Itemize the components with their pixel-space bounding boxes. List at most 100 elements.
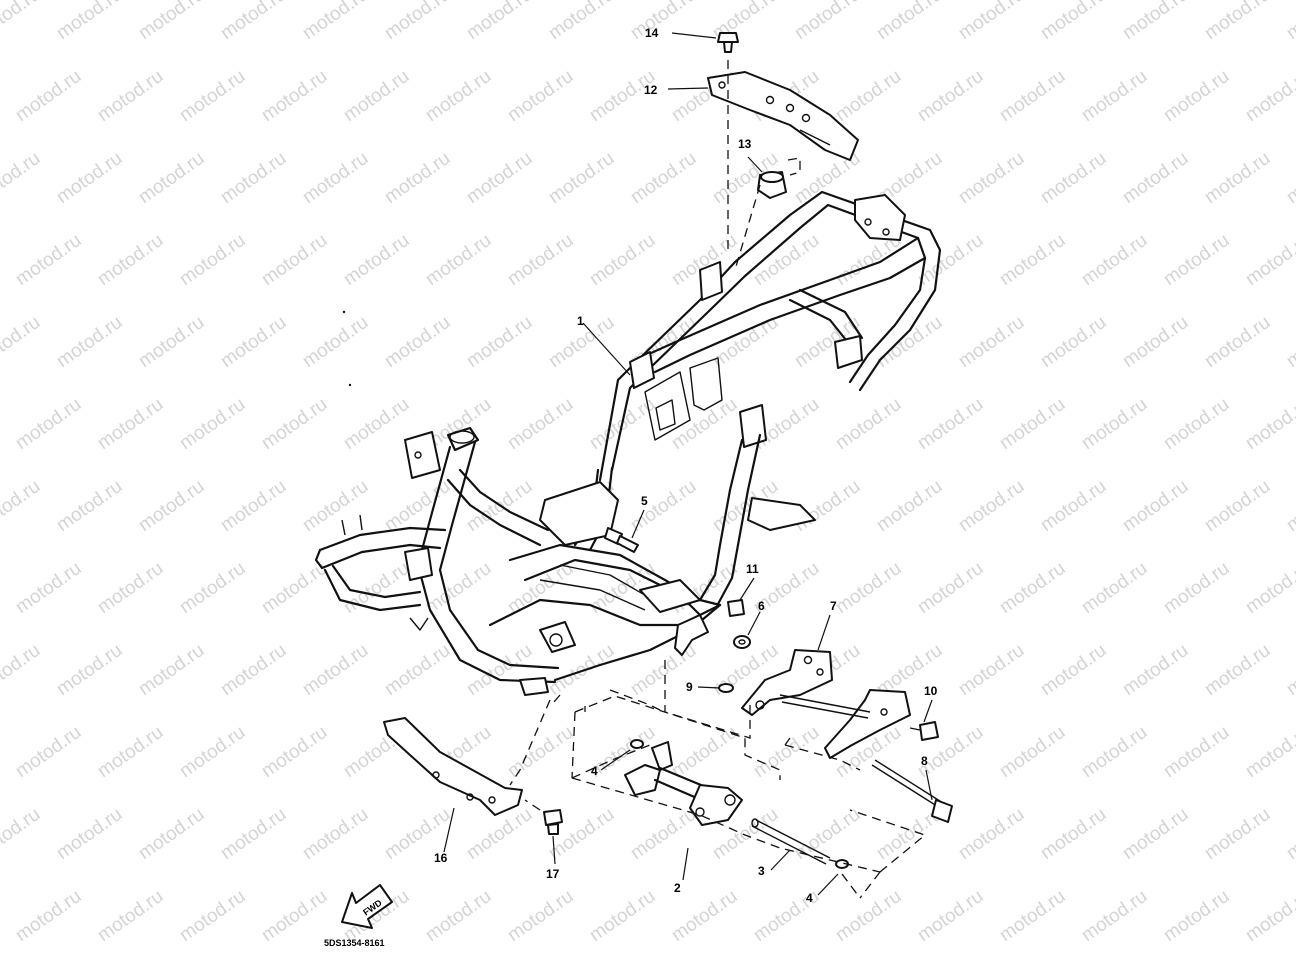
watermark-text: motod.ru	[750, 722, 823, 782]
watermark-text: motod.ru	[94, 886, 167, 946]
watermark-text: motod.ru	[258, 230, 331, 290]
watermark-text: motod.ru	[53, 0, 126, 44]
watermark-text: motod.ru	[217, 640, 290, 700]
watermark-text: motod.ru	[1283, 148, 1296, 208]
callout-13: 13	[738, 137, 752, 151]
watermark-text: motod.ru	[135, 312, 208, 372]
callout-1: 1	[577, 314, 584, 328]
watermark-text: motod.ru	[955, 148, 1028, 208]
watermark-text: motod.ru	[12, 394, 85, 454]
watermark-text: motod.ru	[12, 558, 85, 618]
watermark-text: motod.ru	[1201, 804, 1274, 864]
watermark-text: motod.ru	[1078, 558, 1151, 618]
dot	[342, 310, 346, 314]
watermark-text: motod.ru	[791, 148, 864, 208]
watermark-text: motod.ru	[422, 230, 495, 290]
watermark-text: motod.ru	[627, 476, 700, 536]
watermark-text: motod.ru	[0, 640, 44, 700]
watermark-text: motod.ru	[1037, 476, 1110, 536]
watermark-text: motod.ru	[545, 0, 618, 44]
watermark-text: motod.ru	[381, 476, 454, 536]
watermark-text: motod.ru	[135, 640, 208, 700]
watermark-text: motod.ru	[0, 476, 44, 536]
bracket-part-16	[383, 717, 523, 816]
watermark-text: motod.ru	[258, 886, 331, 946]
watermark-text: motod.ru	[1160, 722, 1233, 782]
watermark-text: motod.ru	[1160, 558, 1233, 618]
callout-10: 10	[924, 684, 938, 698]
watermark-text: motod.ru	[299, 148, 372, 208]
watermark-text: motod.ru	[668, 722, 741, 782]
watermark-text: motod.ru	[422, 66, 495, 126]
watermark-text: motod.ru	[53, 476, 126, 536]
watermark-text: motod.ru	[873, 0, 946, 44]
callout-4-upper: 4	[591, 764, 598, 778]
watermark-text: motod.ru	[94, 394, 167, 454]
leader-lines	[443, 32, 933, 896]
watermark-text: motod.ru	[1119, 640, 1192, 700]
watermark-text: motod.ru	[955, 476, 1028, 536]
watermark-text: motod.ru	[996, 558, 1069, 618]
watermark-text: motod.ru	[955, 0, 1028, 44]
watermark-text: motod.ru	[53, 640, 126, 700]
watermark-text: motod.ru	[1119, 148, 1192, 208]
watermark-text: motod.ru	[299, 804, 372, 864]
callout-17: 17	[546, 867, 560, 881]
nut-part-6	[733, 635, 751, 649]
watermark-text: motod.ru	[627, 804, 700, 864]
long-bolt-part-8	[871, 759, 953, 823]
callout-4-lower: 4	[806, 891, 813, 905]
watermark-text: motod.ru	[545, 148, 618, 208]
watermark-text: motod.ru	[791, 804, 864, 864]
watermark-text: motod.ru	[1119, 312, 1192, 372]
rubber-damper-part-13	[757, 171, 787, 199]
watermark-text: motod.ru	[504, 722, 577, 782]
watermark-text: motod.ru	[53, 312, 126, 372]
watermark-text: motod.ru	[381, 0, 454, 44]
bolt-part-5	[604, 527, 639, 553]
watermark-text: motod.ru	[1242, 886, 1296, 946]
watermark-text: motod.ru	[832, 394, 905, 454]
watermark-text: motod.ru	[381, 640, 454, 700]
watermark-text: motod.ru	[176, 66, 249, 126]
watermark-text: motod.ru	[996, 66, 1069, 126]
watermark-text: motod.ru	[1242, 230, 1296, 290]
watermark-text: motod.ru	[832, 886, 905, 946]
main-frame	[314, 190, 942, 696]
callout-7: 7	[830, 599, 837, 613]
pivot-assembly-part-2	[624, 739, 743, 826]
watermark-text: motod.ru	[12, 66, 85, 126]
watermark-text: motod.ru	[1160, 230, 1233, 290]
watermark-text: motod.ru	[135, 0, 208, 44]
watermark-text: motod.ru	[504, 230, 577, 290]
watermark-text: motod.ru	[299, 0, 372, 44]
watermark-text: motod.ru	[176, 394, 249, 454]
watermark-text: motod.ru	[12, 886, 85, 946]
watermark-text: motod.ru	[996, 230, 1069, 290]
stand-bracket	[779, 689, 911, 759]
callout-11: 11	[746, 562, 759, 576]
callout-8: 8	[921, 754, 928, 768]
watermark-text: motod.ru	[299, 312, 372, 372]
watermark-text: motod.ru	[996, 722, 1069, 782]
watermark-text: motod.ru	[955, 640, 1028, 700]
watermark-text: motod.ru	[627, 148, 700, 208]
watermark-text: motod.ru	[0, 312, 44, 372]
watermark-text: motod.ru	[1283, 804, 1296, 864]
watermark-text: motod.ru	[1242, 558, 1296, 618]
watermark-text: motod.ru	[914, 558, 987, 618]
watermark-text: motod.ru	[627, 0, 700, 44]
watermark-text: motod.ru	[94, 558, 167, 618]
callout-12: 12	[644, 83, 658, 97]
diagram-code: 5DS1354-8161	[324, 938, 385, 948]
watermark-text: motod.ru	[586, 230, 659, 290]
watermark-text: motod.ru	[832, 558, 905, 618]
watermark-text: motod.ru	[1160, 886, 1233, 946]
watermark-text: motod.ru	[422, 886, 495, 946]
watermark-text: motod.ru	[463, 0, 536, 44]
callout-labels: 14 12 13 1 5 11 6 7 9 10 8 4 3 2 4 16 17	[434, 26, 938, 905]
watermark-text: motod.ru	[1242, 722, 1296, 782]
shaft-part-3	[751, 818, 849, 869]
watermark-text: motod.ru	[1201, 312, 1274, 372]
